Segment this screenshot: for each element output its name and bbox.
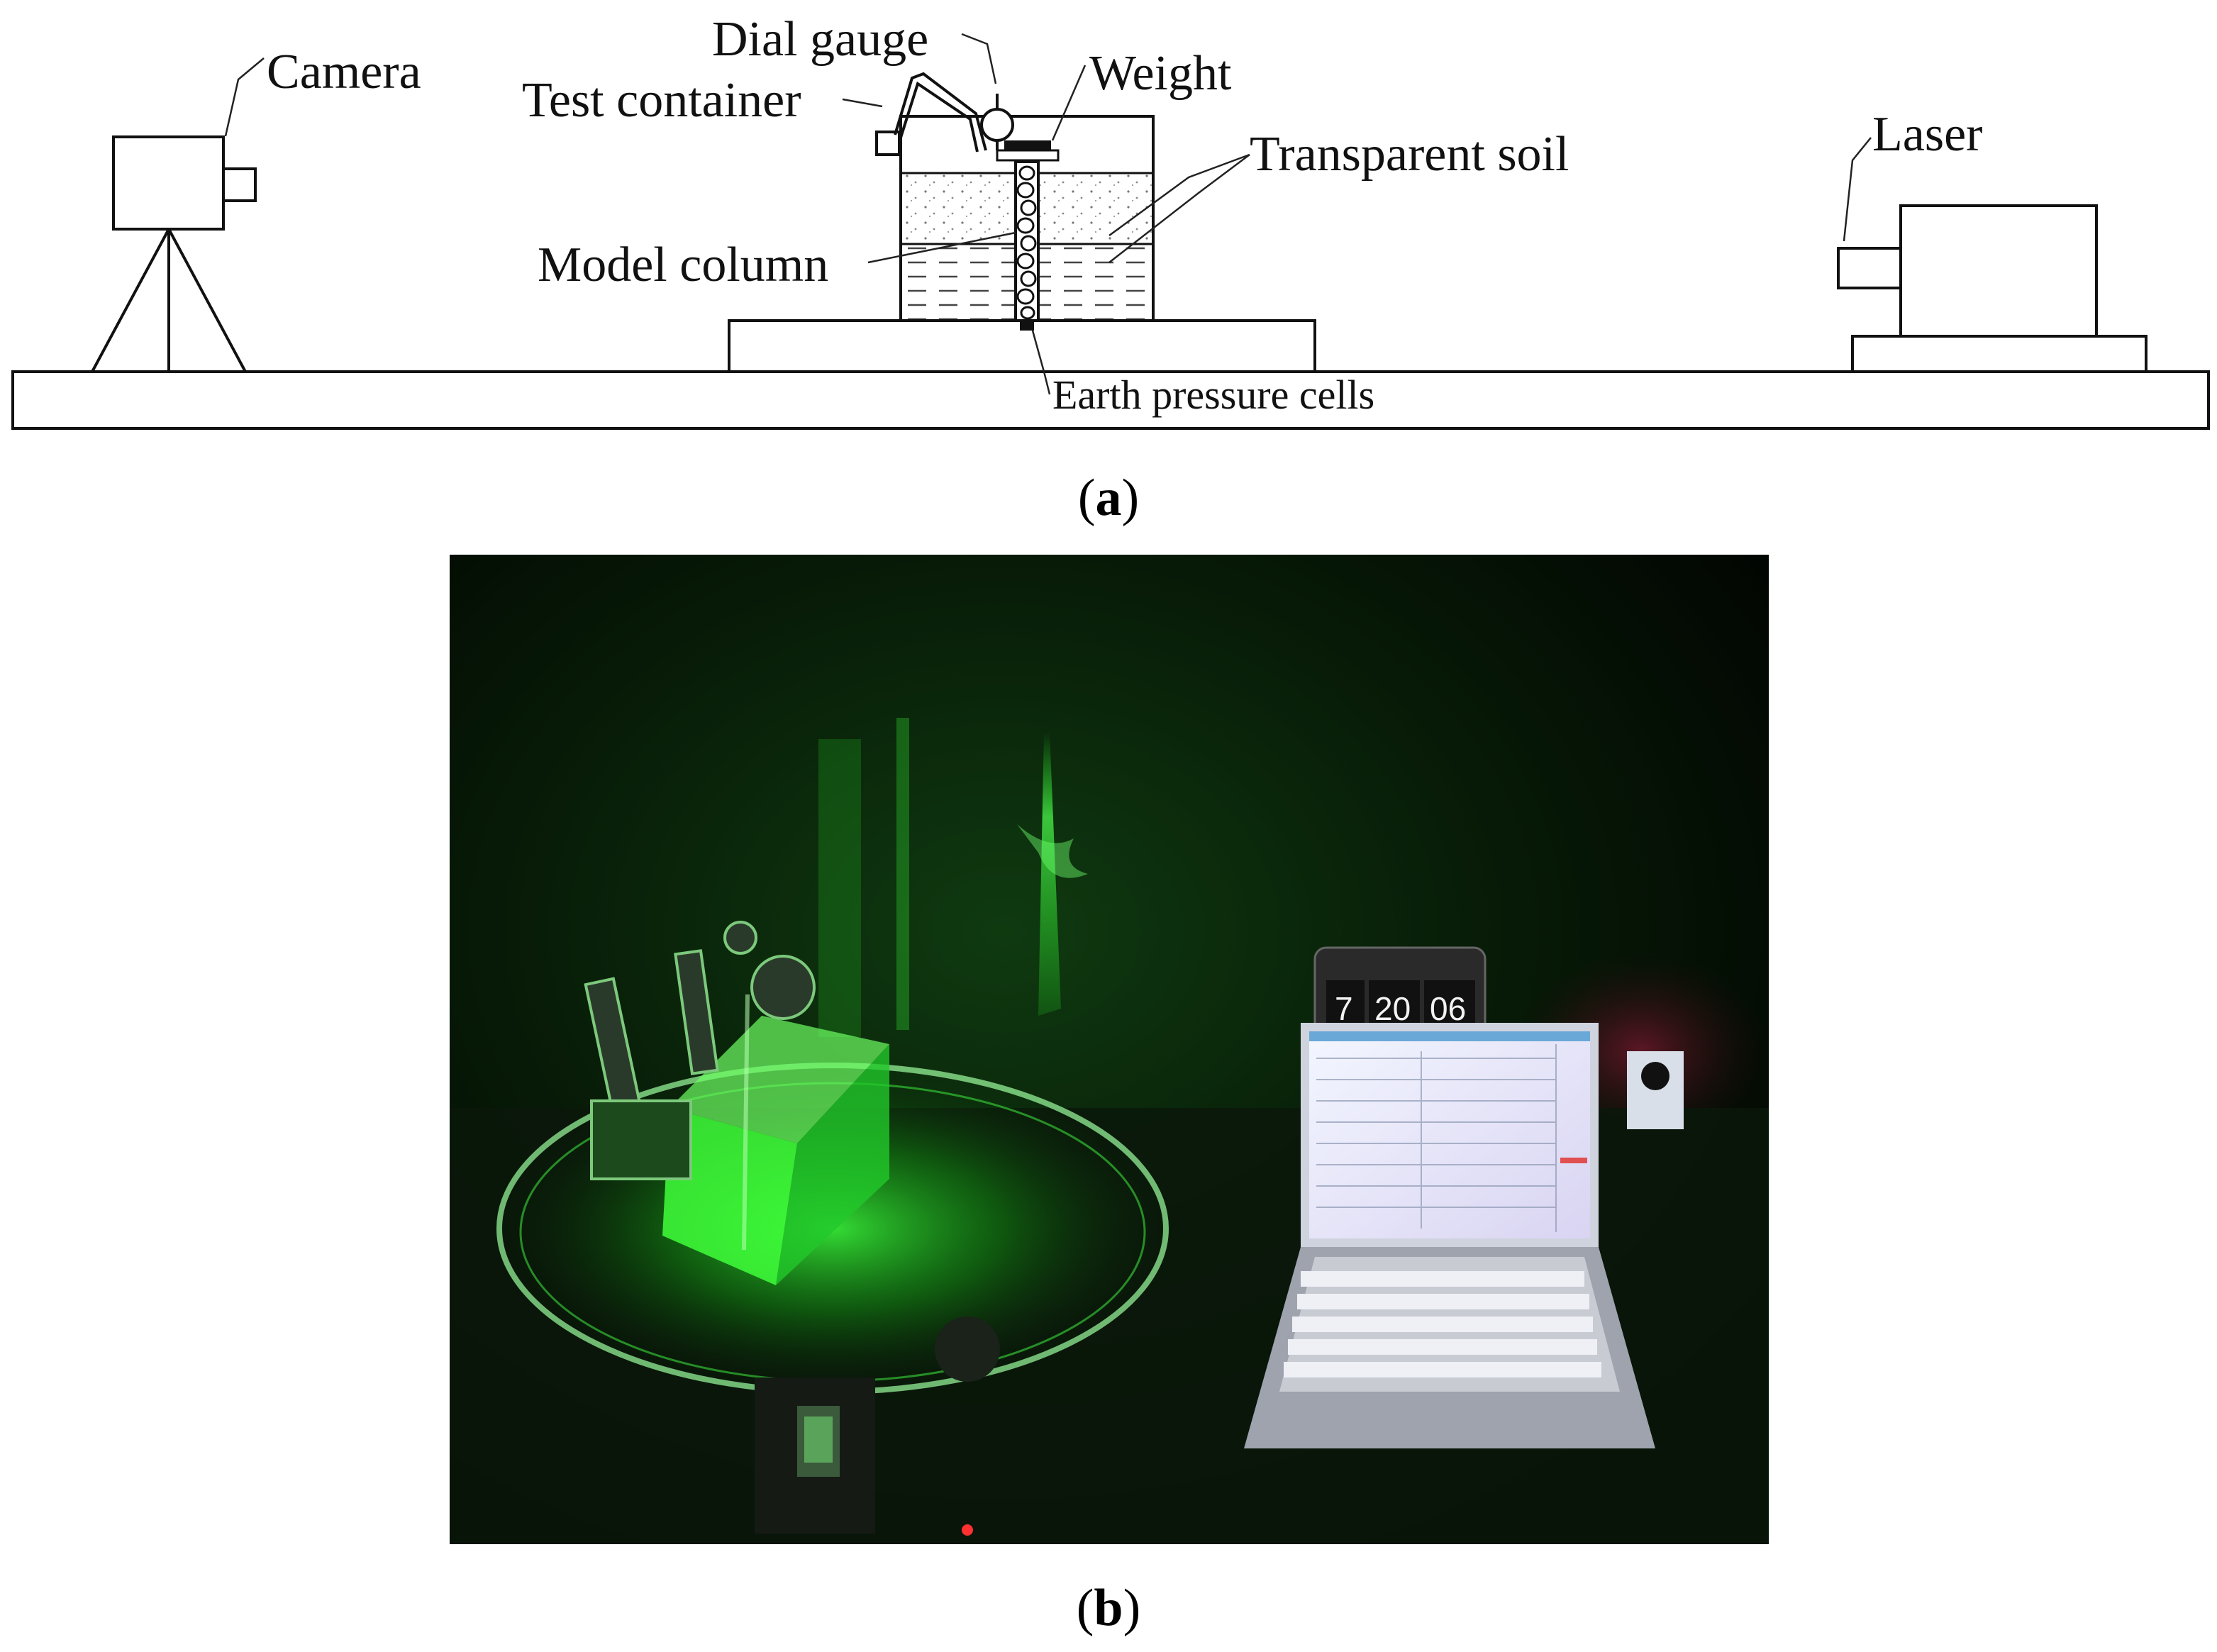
laser-device [1627,1051,1684,1129]
dial-gauge-stands [584,921,816,1180]
dial-gauge-shape [875,72,1014,156]
clock-digit-1: 7 [1335,990,1353,1027]
label-earth-pressure-cells: Earth pressure cells [1052,372,1374,418]
label-weight: Weight [1089,46,1232,101]
indicator-light [962,1524,973,1536]
label-model-column: Model column [538,238,828,292]
caption-b: (b) [1076,1579,1141,1637]
label-transparent-soil: Transparent soil [1250,127,1569,182]
clock-digit-3: 06 [1430,990,1466,1027]
caption-b-letter: b [1094,1579,1123,1637]
schematic-diagram: Camera Dial gauge Test container Weight … [11,12,2210,430]
label-dial-gauge: Dial gauge [712,12,928,67]
label-camera: Camera [267,45,421,99]
camera-device [755,1316,1000,1534]
transparent-soil-container [662,994,889,1285]
clock-digit-2: 20 [1374,990,1411,1027]
label-test-container: Test container [522,73,801,128]
camera-shape [91,135,257,372]
experiment-photo: 7 20 06 [450,555,1769,1544]
label-laser: Laser [1872,107,1982,162]
weight-shape [996,140,1060,162]
laser-shape [1837,204,2147,373]
caption-a-letter: a [1095,469,1122,527]
caption-a: (a) [1077,469,1140,527]
model-column-shape [1014,160,1040,331]
wall-laser-reflection [818,718,1088,1037]
laptop [1244,1023,1655,1448]
